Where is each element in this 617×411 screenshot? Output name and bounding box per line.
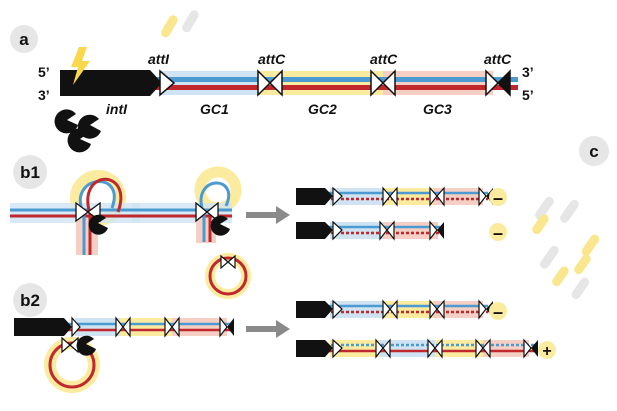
gc3-band bbox=[383, 71, 493, 95]
gray-pill bbox=[535, 196, 554, 220]
integron-panel-a: 5’ 3’ 3’ 5’ attI attC attC attC intI GC1… bbox=[38, 47, 534, 153]
attC-site-icon bbox=[268, 69, 283, 97]
panel-badge-b2: b2 bbox=[13, 283, 47, 317]
gc1-band bbox=[160, 71, 258, 95]
b2-row1-sign: – bbox=[493, 302, 503, 322]
attC-label-2: attC bbox=[370, 51, 398, 67]
yellow-pill bbox=[581, 234, 600, 256]
panel-badge-c: c bbox=[579, 136, 609, 166]
strand-end-top-right: 3’ bbox=[522, 64, 534, 80]
integration-panel-b2: – + bbox=[14, 299, 556, 393]
integrase-enzyme-icon bbox=[210, 215, 230, 236]
integrase-enzyme-icon bbox=[54, 109, 78, 134]
gray-pill bbox=[540, 245, 559, 269]
attC-site-icon bbox=[257, 69, 272, 97]
attI-site-icon bbox=[159, 69, 176, 97]
top-strand bbox=[60, 77, 518, 82]
b1-result-row-2 bbox=[296, 220, 444, 241]
strand-end-bottom-right: 5’ bbox=[522, 87, 534, 103]
yellow-pill bbox=[532, 214, 549, 235]
strand-end-top-left: 5’ bbox=[38, 64, 50, 80]
attC-label-1: attC bbox=[258, 51, 286, 67]
attI-label: attI bbox=[148, 51, 170, 67]
gray-pill bbox=[571, 277, 590, 299]
attC-site-icon bbox=[496, 69, 511, 97]
panel-label-b2: b2 bbox=[20, 291, 40, 310]
integrase-enzyme-group bbox=[54, 109, 101, 153]
excision-panel-b1: – – bbox=[10, 166, 507, 299]
panel-badge-a: a bbox=[10, 25, 38, 53]
gc2-label: GC2 bbox=[308, 101, 337, 117]
result-sign-badge bbox=[489, 302, 507, 320]
yellow-pill bbox=[161, 15, 178, 38]
b2-result-row-2 bbox=[296, 338, 538, 359]
arrow-icon bbox=[246, 320, 290, 338]
b1-row2-sign: – bbox=[493, 223, 503, 243]
result-sign-badge bbox=[489, 223, 507, 241]
attC-site-icon bbox=[381, 69, 396, 97]
b2-incoming-circle bbox=[44, 335, 100, 393]
arrow-icon bbox=[246, 206, 290, 224]
b1-excised-circle bbox=[205, 253, 251, 299]
cassette-pill-group-top bbox=[161, 10, 199, 38]
gc1-label: GC1 bbox=[200, 101, 229, 117]
panel-label-b1: b1 bbox=[20, 163, 40, 182]
yellow-pill bbox=[552, 266, 569, 287]
gc3-label: GC3 bbox=[423, 101, 452, 117]
cassette-pill-group-c bbox=[532, 196, 600, 299]
gray-pill bbox=[560, 199, 579, 223]
result-sign-badge bbox=[538, 341, 556, 359]
b2-result-row-1 bbox=[296, 299, 493, 320]
b1-result-row-1 bbox=[296, 186, 493, 207]
intI-gene-block bbox=[60, 70, 162, 96]
yellow-pill bbox=[574, 254, 591, 275]
attC-label-3: attC bbox=[484, 51, 512, 67]
attC-site-icon bbox=[370, 69, 385, 97]
b1-row1-sign: – bbox=[493, 188, 503, 208]
panel-label-a: a bbox=[19, 30, 29, 49]
b2-row2-sign: + bbox=[542, 343, 551, 360]
panel-badge-b1: b1 bbox=[13, 155, 47, 189]
result-sign-badge bbox=[489, 188, 507, 206]
gray-pill bbox=[182, 10, 199, 33]
integrase-enzyme-icon bbox=[67, 128, 91, 153]
integrase-enzyme-icon bbox=[76, 335, 96, 356]
lightning-icon bbox=[71, 47, 90, 85]
strand-end-bottom-left: 3’ bbox=[38, 87, 50, 103]
integrase-enzyme-icon bbox=[88, 214, 108, 235]
intI-label: intI bbox=[106, 101, 128, 117]
attC-site-icon bbox=[485, 69, 500, 97]
b1-middle-stem-loop bbox=[132, 166, 242, 243]
panel-label-c: c bbox=[589, 142, 598, 161]
b1-left-stem-loop bbox=[10, 170, 140, 255]
bottom-strand bbox=[60, 85, 518, 90]
